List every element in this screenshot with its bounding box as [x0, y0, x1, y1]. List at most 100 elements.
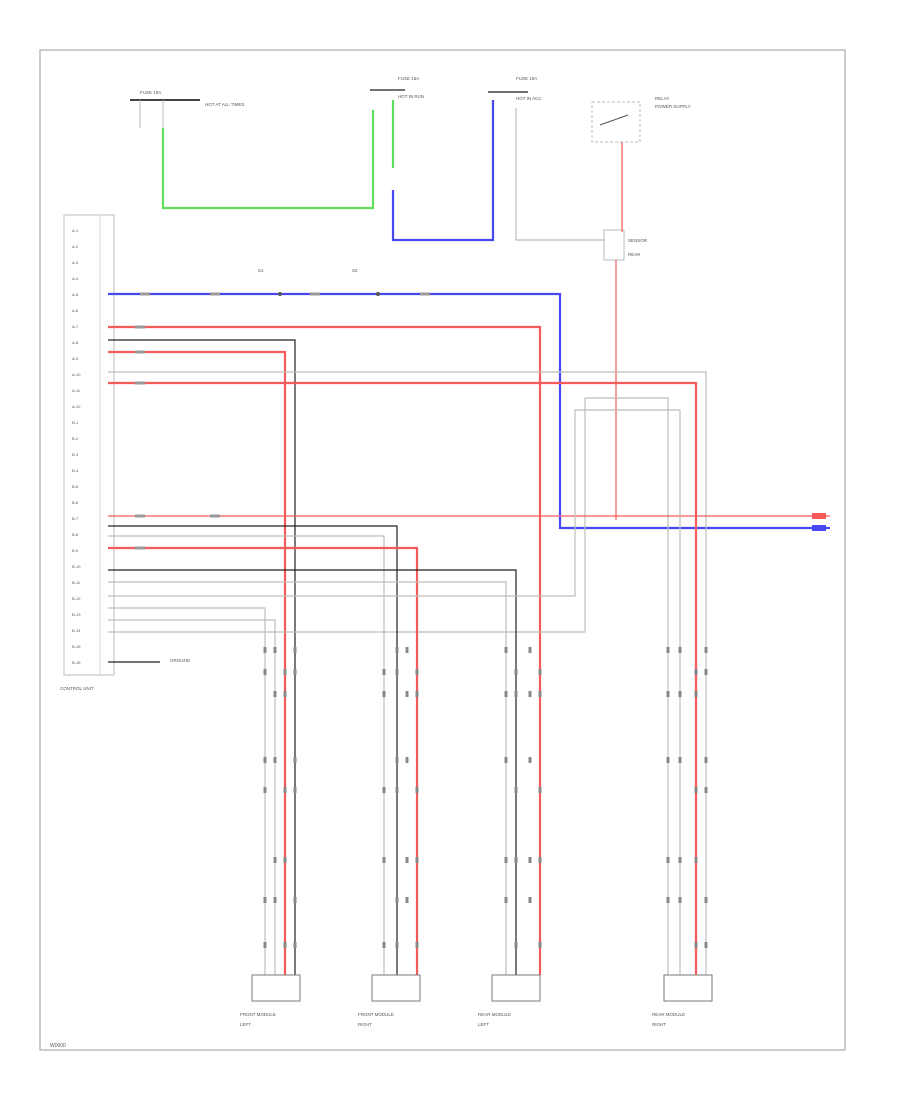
pin-label: A-6: [72, 308, 79, 313]
connector-tick: [504, 647, 508, 653]
connector-tick: [694, 857, 698, 863]
connector-tick: [678, 757, 682, 763]
top-component-3-sub: HOT IN ACC: [516, 96, 542, 101]
top-component-2-sub: HOT IN RUN: [398, 94, 424, 99]
wire-gray-5: [108, 581, 507, 975]
connector-tick: [504, 757, 508, 763]
splice-2: S2: [352, 268, 380, 296]
connector-tick: [293, 669, 297, 675]
connector-tick: [528, 647, 532, 653]
connector-tick: [666, 691, 670, 697]
connector-tick: [263, 647, 267, 653]
connector-tick: [538, 857, 542, 863]
pin-label: B-3: [72, 452, 79, 457]
figure-code: W0000: [50, 1043, 66, 1049]
connector-tick: [415, 857, 419, 863]
connector-tick: [405, 857, 409, 863]
connector-tick: [528, 757, 532, 763]
wire-gray-6: [108, 409, 681, 975]
connector-tick: [135, 350, 145, 354]
connector-tick: [514, 942, 518, 948]
connector-tick: [538, 942, 542, 948]
pin-label: A-4: [72, 276, 79, 281]
wire-red-bus-4: [108, 546, 419, 975]
pin-label: B-1: [72, 420, 79, 425]
wire-gray-top: [515, 108, 605, 241]
connector-tick: [704, 647, 708, 653]
pin-label: B-16: [72, 660, 81, 665]
connector-tick: [405, 897, 409, 903]
pin-label: A-12: [72, 404, 81, 409]
top-component-1-sub: HOT AT ALL TIMES: [205, 102, 245, 107]
connector-tick: [273, 757, 277, 763]
wire-gray-8: [108, 619, 276, 975]
main-connector-name: CONTROL UNIT: [60, 686, 94, 691]
pin-label: B-12: [72, 596, 81, 601]
diagram-frame: [39, 49, 846, 1051]
connector-tick: [293, 757, 297, 763]
connector-tick: [273, 691, 277, 697]
pin-label: A-1: [72, 228, 79, 233]
sensor-top-sub: REAR: [628, 252, 641, 257]
connector-tick: [283, 942, 287, 948]
sensor-top-name: SENSOR: [628, 238, 648, 243]
connector-tick: [678, 647, 682, 653]
connector-tick: [382, 942, 386, 948]
connector-tick: [514, 857, 518, 863]
connector-tick: [263, 942, 267, 948]
connector-tick: [420, 292, 430, 296]
connector-tick: [395, 787, 399, 793]
connector-tick: [504, 857, 508, 863]
connector-tick: [283, 787, 287, 793]
connector-tick: [694, 942, 698, 948]
connector-tick: [395, 942, 399, 948]
connector-tick: [415, 691, 419, 697]
pin-label: A-9: [72, 356, 79, 361]
connector-tick: [283, 857, 287, 863]
pin-label: B-5: [72, 484, 79, 489]
module-1-line2: LEFT: [240, 1022, 251, 1027]
connector-tick: [694, 787, 698, 793]
pin-label: A-5: [72, 292, 79, 297]
pin-label: B-11: [72, 580, 81, 585]
pin-label: B-8: [72, 532, 79, 537]
connector-tick: [293, 647, 297, 653]
pin-label: A-2: [72, 244, 79, 249]
connector-tick: [135, 325, 145, 329]
pin-label: B-6: [72, 500, 79, 505]
connector-tick: [538, 787, 542, 793]
connector-tick: [704, 669, 708, 675]
connector-tick: [293, 897, 297, 903]
connector-tick: [528, 857, 532, 863]
wire-red-bus-1: [108, 325, 542, 975]
connector-tick: [263, 787, 267, 793]
connector-tick: [694, 691, 698, 697]
wire-gray-4: [108, 535, 385, 975]
pin-label: B-10: [72, 564, 81, 569]
top-component-2-name: FUSE 15A: [398, 76, 419, 81]
wire-green-top: [161, 110, 375, 210]
wire-black-3: [108, 569, 517, 975]
module-2-line2: RIGHT: [358, 1022, 372, 1027]
connector-tick: [382, 787, 386, 793]
connector-tick: [283, 669, 287, 675]
sensor-top: SENSOR REAR: [603, 229, 648, 261]
top-component-1: FUSE 10A HOT AT ALL TIMES: [130, 90, 245, 128]
connector-tick: [210, 292, 220, 296]
main-connector: CONTROL UNIT GROUND: [60, 214, 191, 691]
connector-tick: [395, 897, 399, 903]
connector-tick: [666, 897, 670, 903]
module-1: FRONT MODULE LEFT: [240, 974, 301, 1027]
connector-tick: [382, 691, 386, 697]
main-connector-note: GROUND: [170, 658, 191, 663]
connector-tick: [415, 942, 419, 948]
connector-tick: [273, 897, 277, 903]
connector-tick: [704, 787, 708, 793]
connector-tick: [704, 757, 708, 763]
module-2: FRONT MODULE RIGHT: [358, 974, 421, 1027]
connector-tick: [135, 514, 145, 518]
wire-gray-7: [108, 607, 266, 975]
pin-label: B-13: [72, 612, 81, 617]
connector-tick: [263, 897, 267, 903]
